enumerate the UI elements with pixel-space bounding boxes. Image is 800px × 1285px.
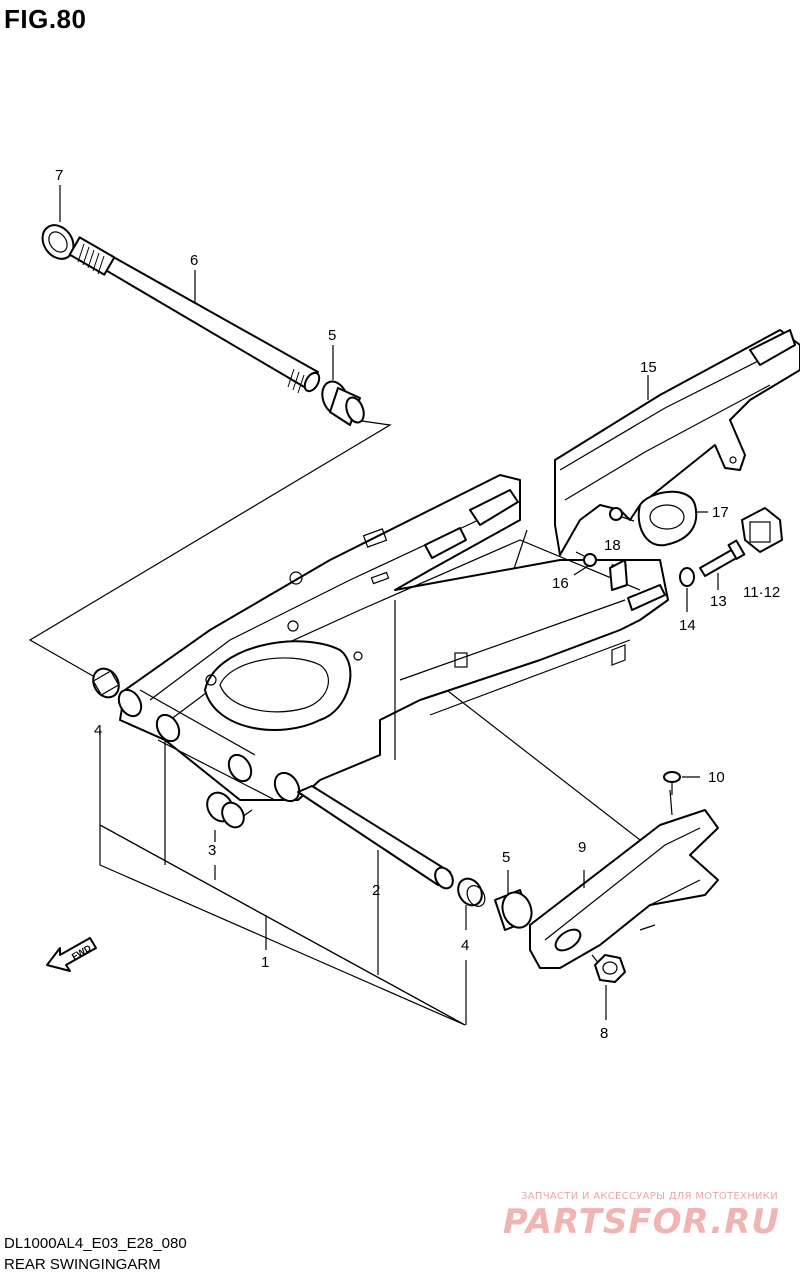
fwd-arrow-icon: FWD — [46, 937, 97, 972]
callout-3: 3 — [208, 842, 216, 859]
figure-name: REAR SWINGINGARM — [4, 1256, 161, 1273]
figure-title: FIG.80 — [4, 4, 87, 34]
part-1-swingarm — [117, 474, 669, 803]
callout-10: 10 — [708, 769, 725, 786]
part-9-chain-buffer — [529, 809, 719, 969]
model-code: DL1000AL4_E03_E28_080 — [4, 1235, 187, 1252]
callout-4-right: 4 — [461, 937, 469, 954]
callout-4-left: 4 — [94, 722, 102, 739]
part-4-bearing-left — [92, 667, 120, 699]
part-15-chain-case — [554, 329, 800, 556]
callout-7: 7 — [55, 167, 63, 184]
part-5-lower-collar — [494, 870, 533, 931]
part-13-bolt — [699, 539, 746, 590]
callout-6: 6 — [190, 252, 198, 269]
callout-16: 16 — [552, 575, 569, 592]
part-14-washer — [679, 567, 695, 612]
callout-15: 15 — [640, 359, 657, 376]
callout-14: 14 — [679, 617, 696, 634]
part-5-upper-collar — [321, 345, 365, 426]
part-11-12-damper — [741, 507, 783, 553]
watermark-logo: PARTSFOR.RU — [502, 1202, 780, 1242]
callout-labels: 7 6 5 15 17 18 16 11·12 13 14 4 10 3 9 5… — [55, 167, 780, 1042]
part-10-screw — [663, 771, 700, 795]
reference-lines — [28, 419, 673, 1026]
callout-13: 13 — [710, 593, 727, 610]
callout-11-12: 11·12 — [743, 584, 780, 601]
part-16-bolt — [573, 551, 597, 576]
part-2-spacer — [297, 785, 454, 890]
callout-8: 8 — [600, 1025, 608, 1042]
part-4-bearing-right — [457, 877, 486, 907]
part-18-screw — [609, 507, 635, 522]
bracket-piece — [609, 559, 628, 591]
part-3-bearing — [206, 791, 245, 842]
part-17-plate — [637, 490, 708, 547]
callout-9: 9 — [578, 839, 586, 856]
callout-18: 18 — [604, 537, 621, 554]
callout-5-lower: 5 — [502, 849, 510, 866]
callout-1: 1 — [261, 954, 269, 971]
part-7-locknut — [41, 185, 75, 260]
callout-2: 2 — [372, 882, 380, 899]
callout-5-upper: 5 — [328, 327, 336, 344]
part-8-nut — [594, 954, 626, 1020]
part-6-pivot-shaft — [68, 236, 321, 394]
watermark-tagline: ЗАПЧАСТИ И АКСЕССУАРЫ ДЛЯ МОТОТЕХНИКИ — [521, 1191, 778, 1202]
callout-17: 17 — [712, 504, 729, 521]
